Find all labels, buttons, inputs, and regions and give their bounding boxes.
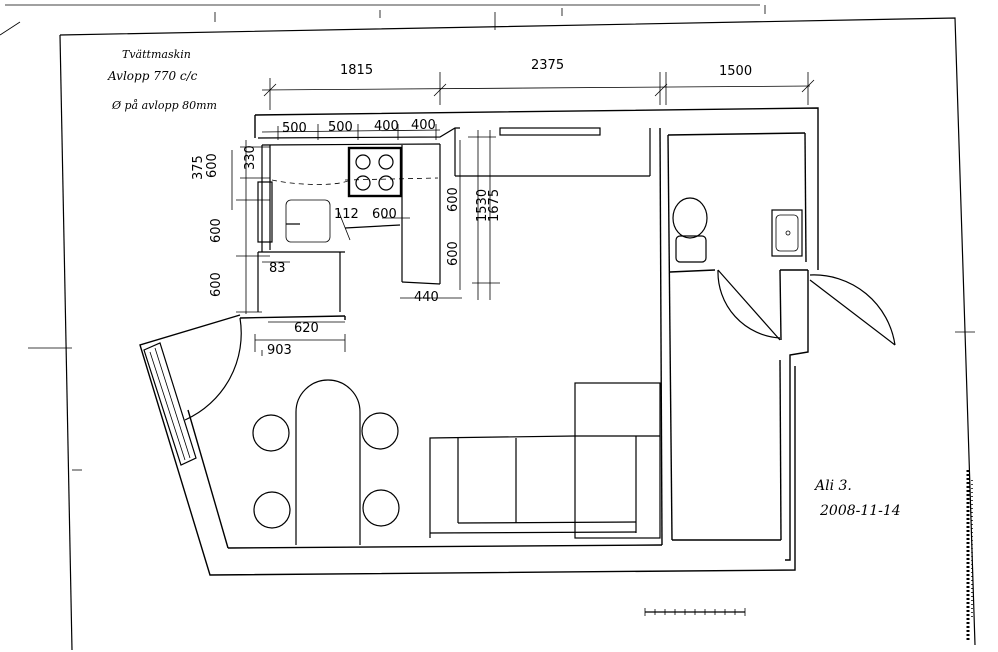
- dim-left-600-a: 600: [205, 153, 220, 178]
- dim-right-600-a: 600: [446, 187, 461, 212]
- sheet-border: [0, 4, 976, 651]
- sofa: [429, 382, 661, 539]
- kitchen-dimension-lines: [231, 124, 500, 356]
- dim-83: 83: [269, 261, 286, 276]
- dim-top-2375: 2375: [531, 58, 564, 73]
- dim-top-1500: 1500: [719, 64, 752, 79]
- signature-date: 2008-11-14: [819, 503, 901, 519]
- stove: [347, 146, 403, 198]
- dim-903: 903: [267, 343, 292, 358]
- note-drain-spacing: Avlopp 770 c/c: [107, 69, 198, 83]
- exterior-walls: [139, 107, 819, 576]
- entrance-door: [809, 274, 896, 346]
- dim-left-330: 330: [243, 145, 258, 170]
- kitchen-counter: [257, 127, 651, 312]
- dim-440: 440: [414, 290, 439, 305]
- top-dimension-chain: [261, 72, 815, 110]
- dim-cabinet-500-b: 500: [328, 120, 353, 135]
- dim-cabinet-500-a: 500: [282, 121, 307, 136]
- toilet: [672, 197, 708, 263]
- kitchen-door-arc: [184, 317, 242, 421]
- dim-right-1675: 1675: [487, 189, 502, 222]
- dim-left-375: 375: [191, 155, 206, 180]
- margin-print: [966, 470, 973, 640]
- dining-table: [252, 379, 400, 545]
- dim-cabinet-400-a: 400: [374, 119, 399, 134]
- dim-right-1530: 1530: [475, 189, 490, 222]
- note-drain-diameter: Ø på avlopp 80mm: [111, 99, 217, 112]
- note-washing-machine: Tvättmaskin: [122, 48, 191, 61]
- dim-cabinet-400-b: 400: [411, 118, 436, 133]
- dim-620: 620: [294, 321, 319, 336]
- interior-walls: [187, 127, 808, 549]
- window: [143, 342, 197, 466]
- bathroom-sink: [771, 209, 803, 257]
- dim-left-600-b: 600: [209, 218, 224, 243]
- scale-bar: [644, 608, 746, 616]
- dim-600-stove-side: 600: [372, 207, 397, 222]
- dim-right-600-b: 600: [446, 241, 461, 266]
- dim-left-600-c: 600: [209, 272, 224, 297]
- dim-112: 112: [334, 207, 359, 222]
- bathroom-door: [717, 269, 781, 341]
- signature-initials: Ali 3.: [813, 478, 852, 494]
- dim-top-1815: 1815: [340, 63, 373, 78]
